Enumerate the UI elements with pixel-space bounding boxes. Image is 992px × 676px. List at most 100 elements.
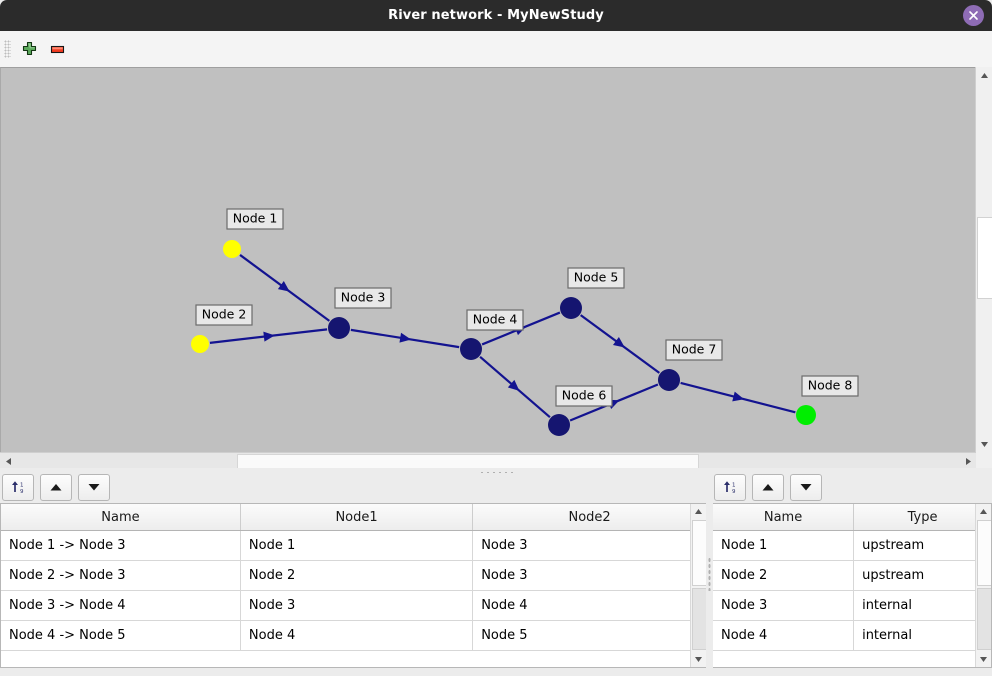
table-cell[interactable]: Node 4 (472, 590, 706, 621)
table-cell[interactable]: Node 3 (713, 590, 855, 621)
table-cell[interactable]: Node 2 (240, 560, 474, 591)
graph-node-node5[interactable] (560, 297, 582, 319)
node-label-box[interactable] (567, 267, 625, 289)
triangle-down-icon (980, 657, 987, 662)
reaches-sort-button[interactable]: 1 9 (2, 473, 34, 501)
nodes-scroll-thumb-upper[interactable] (977, 520, 991, 586)
nodes-button-bar: 1 9 (714, 473, 822, 501)
table-cell[interactable]: upstream (853, 530, 991, 561)
column-header-node1[interactable]: Node1 (240, 504, 474, 531)
table-cell[interactable]: Node 3 (472, 530, 706, 561)
nodes-scroll-up-button[interactable] (976, 504, 991, 519)
graph-node-node2[interactable] (191, 335, 209, 353)
arrow-down-icon (800, 484, 812, 491)
table-cell[interactable]: Node 4 (240, 620, 474, 651)
triangle-right-icon (965, 457, 971, 465)
scroll-down-button[interactable] (976, 436, 992, 452)
nodes-scroll-down-button[interactable] (976, 652, 991, 667)
node-label-text: Node 8 (808, 378, 853, 393)
node-label-box[interactable] (555, 385, 613, 407)
canvas-vscroll-thumb[interactable] (977, 217, 992, 299)
reaches-table-scrollbar[interactable] (690, 504, 706, 667)
canvas-vertical-scrollbar[interactable] (975, 67, 992, 452)
reaches-scroll-thumb[interactable] (692, 588, 706, 650)
node-label-box[interactable] (334, 287, 392, 309)
toolbar-drag-handle[interactable] (4, 40, 11, 58)
nodes-table-scrollbar[interactable] (975, 504, 991, 667)
vertical-splitter[interactable] (706, 471, 713, 676)
table-cell[interactable]: Node 1 (713, 530, 855, 561)
svg-text:1: 1 (732, 483, 736, 489)
node-label-text: Node 5 (574, 270, 619, 285)
node-label-text: Node 2 (202, 307, 247, 322)
column-header-type[interactable]: Type (853, 504, 991, 531)
graph-node-node4[interactable] (460, 338, 482, 360)
table-cell[interactable]: Node 4 -> Node 5 (1, 620, 241, 651)
nodes-move-down-button[interactable] (790, 473, 822, 501)
table-cell[interactable]: Node 1 -> Node 3 (1, 530, 241, 561)
edge-arrowhead (277, 281, 290, 292)
horizontal-splitter[interactable] (0, 468, 992, 477)
graph-node-node6[interactable] (548, 414, 570, 436)
close-button[interactable] (963, 5, 984, 26)
node-label-box[interactable] (801, 375, 859, 397)
scroll-left-button[interactable] (0, 453, 16, 469)
graph-node-node8[interactable] (796, 405, 816, 425)
graph-node-node1[interactable] (223, 240, 241, 258)
svg-text:9: 9 (20, 489, 24, 495)
graph-node-node3[interactable] (328, 317, 350, 339)
scrollbar-corner (976, 452, 992, 468)
table-cell[interactable]: Node 2 -> Node 3 (1, 560, 241, 591)
table-cell[interactable]: Node 4 (713, 620, 855, 651)
nodes-scroll-thumb[interactable] (977, 588, 991, 650)
graph-node-node7[interactable] (658, 369, 680, 391)
reaches-move-up-button[interactable] (40, 473, 72, 501)
table-cell[interactable]: upstream (853, 560, 991, 591)
table-cell[interactable]: Node 3 (240, 590, 474, 621)
remove-node-button[interactable] (43, 35, 71, 63)
reaches-scroll-down-button[interactable] (691, 652, 706, 667)
minus-remove-icon (50, 45, 64, 53)
reaches-move-down-button[interactable] (78, 473, 110, 501)
table-cell[interactable]: internal (853, 620, 991, 651)
column-header-name[interactable]: Name (713, 504, 855, 531)
table-cell[interactable]: Node 5 (472, 620, 706, 651)
table-cell[interactable]: Node 1 (240, 530, 474, 561)
column-header-name[interactable]: Name (1, 504, 241, 531)
reaches-scroll-up-button[interactable] (691, 504, 706, 519)
node-label-box[interactable] (665, 339, 723, 361)
canvas-horizontal-scrollbar[interactable] (0, 452, 976, 470)
triangle-down-icon (980, 441, 988, 447)
arrow-down-icon (88, 484, 100, 491)
table-cell[interactable]: Node 3 (472, 560, 706, 591)
add-node-button[interactable] (15, 35, 43, 63)
scroll-up-button[interactable] (976, 67, 992, 83)
reaches-scroll-thumb-upper[interactable] (692, 520, 706, 586)
table-cell[interactable]: Node 3 -> Node 4 (1, 590, 241, 621)
nodes-move-up-button[interactable] (752, 473, 784, 501)
column-header-node2[interactable]: Node2 (472, 504, 706, 531)
node-label-box[interactable] (466, 309, 524, 331)
table-cell[interactable]: internal (853, 590, 991, 621)
scroll-right-button[interactable] (960, 453, 976, 469)
sort-ascending-icon: 1 9 (724, 481, 736, 495)
nodes-sort-button[interactable]: 1 9 (714, 473, 746, 501)
node-label-box[interactable] (195, 304, 253, 326)
table-cell[interactable]: Node 2 (713, 560, 855, 591)
node-label-box[interactable] (226, 208, 284, 230)
